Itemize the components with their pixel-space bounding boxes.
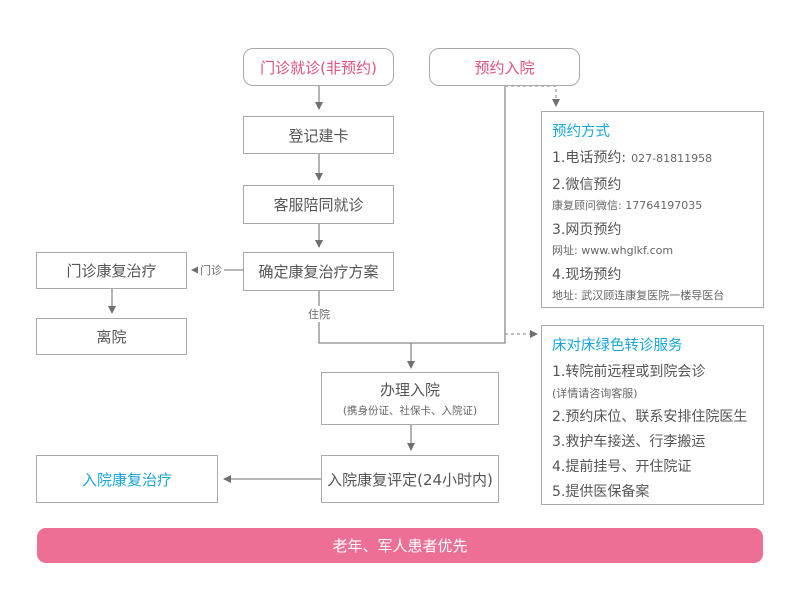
green-channel-item-1: 1.转院前远程或到院会诊 [552,364,706,380]
green-channel-item-2: 2.预约床位、联系安排住院医生 [552,409,748,425]
node-outpatient-visit: 门诊就诊(非预约) [243,48,394,86]
booking-item-onsite: 4.现场预约 地址: 武汉顾连康复医院一楼导医台 [552,267,725,302]
edge-label-outpatient: 门诊 [198,262,224,278]
node-appointment-admission: 预约入院 [429,48,580,86]
node-confirm-plan: 确定康复治疗方案 [243,252,394,291]
edge-label-inpatient: 住院 [306,306,332,322]
green-channel-item-4: 4.提前挂号、开住院证 [552,459,692,475]
line-appointment-to-admission [411,86,506,344]
node-inpatient-rehab: 入院康复治疗 [36,455,218,503]
node-assessment: 入院康复评定(24小时内) [321,455,499,503]
dashed-to-booking [505,85,560,107]
green-channel-panel: 床对床绿色转诊服务 1.转院前远程或到院会诊 (详情请咨询客服) 2.预约床位、… [541,325,764,505]
priority-banner: 老年、军人患者优先 [37,528,763,563]
admission-sub-text: (携身份证、社保卡、入院证) [342,405,478,417]
node-register-card: 登记建卡 [243,116,394,154]
green-channel-item-1-note: (详情请咨询客服) [552,387,638,400]
green-channel-item-3: 3.救护车接送、行李搬运 [552,434,706,450]
node-staff-escort: 客服陪同就诊 [243,185,394,224]
node-outpatient-rehab: 门诊康复治疗 [36,252,187,289]
booking-item-wechat: 2.微信预约 康复顾问微信: 17764197035 [552,177,703,212]
green-channel-title: 床对床绿色转诊服务 [552,338,683,354]
green-channel-item-5: 5.提供医保备案 [552,484,650,500]
node-discharge: 离院 [36,318,187,355]
booking-methods-panel: 预约方式 1.电话预约: 027-81811958 2.微信预约 康复顾问微信:… [541,111,764,308]
admission-main-text: 办理入院 [379,381,440,399]
booking-item-phone: 1.电话预约: 027-81811958 [552,150,713,166]
line-plan-to-admission [318,291,411,344]
node-admission: 办理入院 (携身份证、社保卡、入院证) [321,372,499,425]
booking-title: 预约方式 [552,124,610,140]
booking-item-web: 3.网页预约 网址: www.whglkf.com [552,222,674,257]
